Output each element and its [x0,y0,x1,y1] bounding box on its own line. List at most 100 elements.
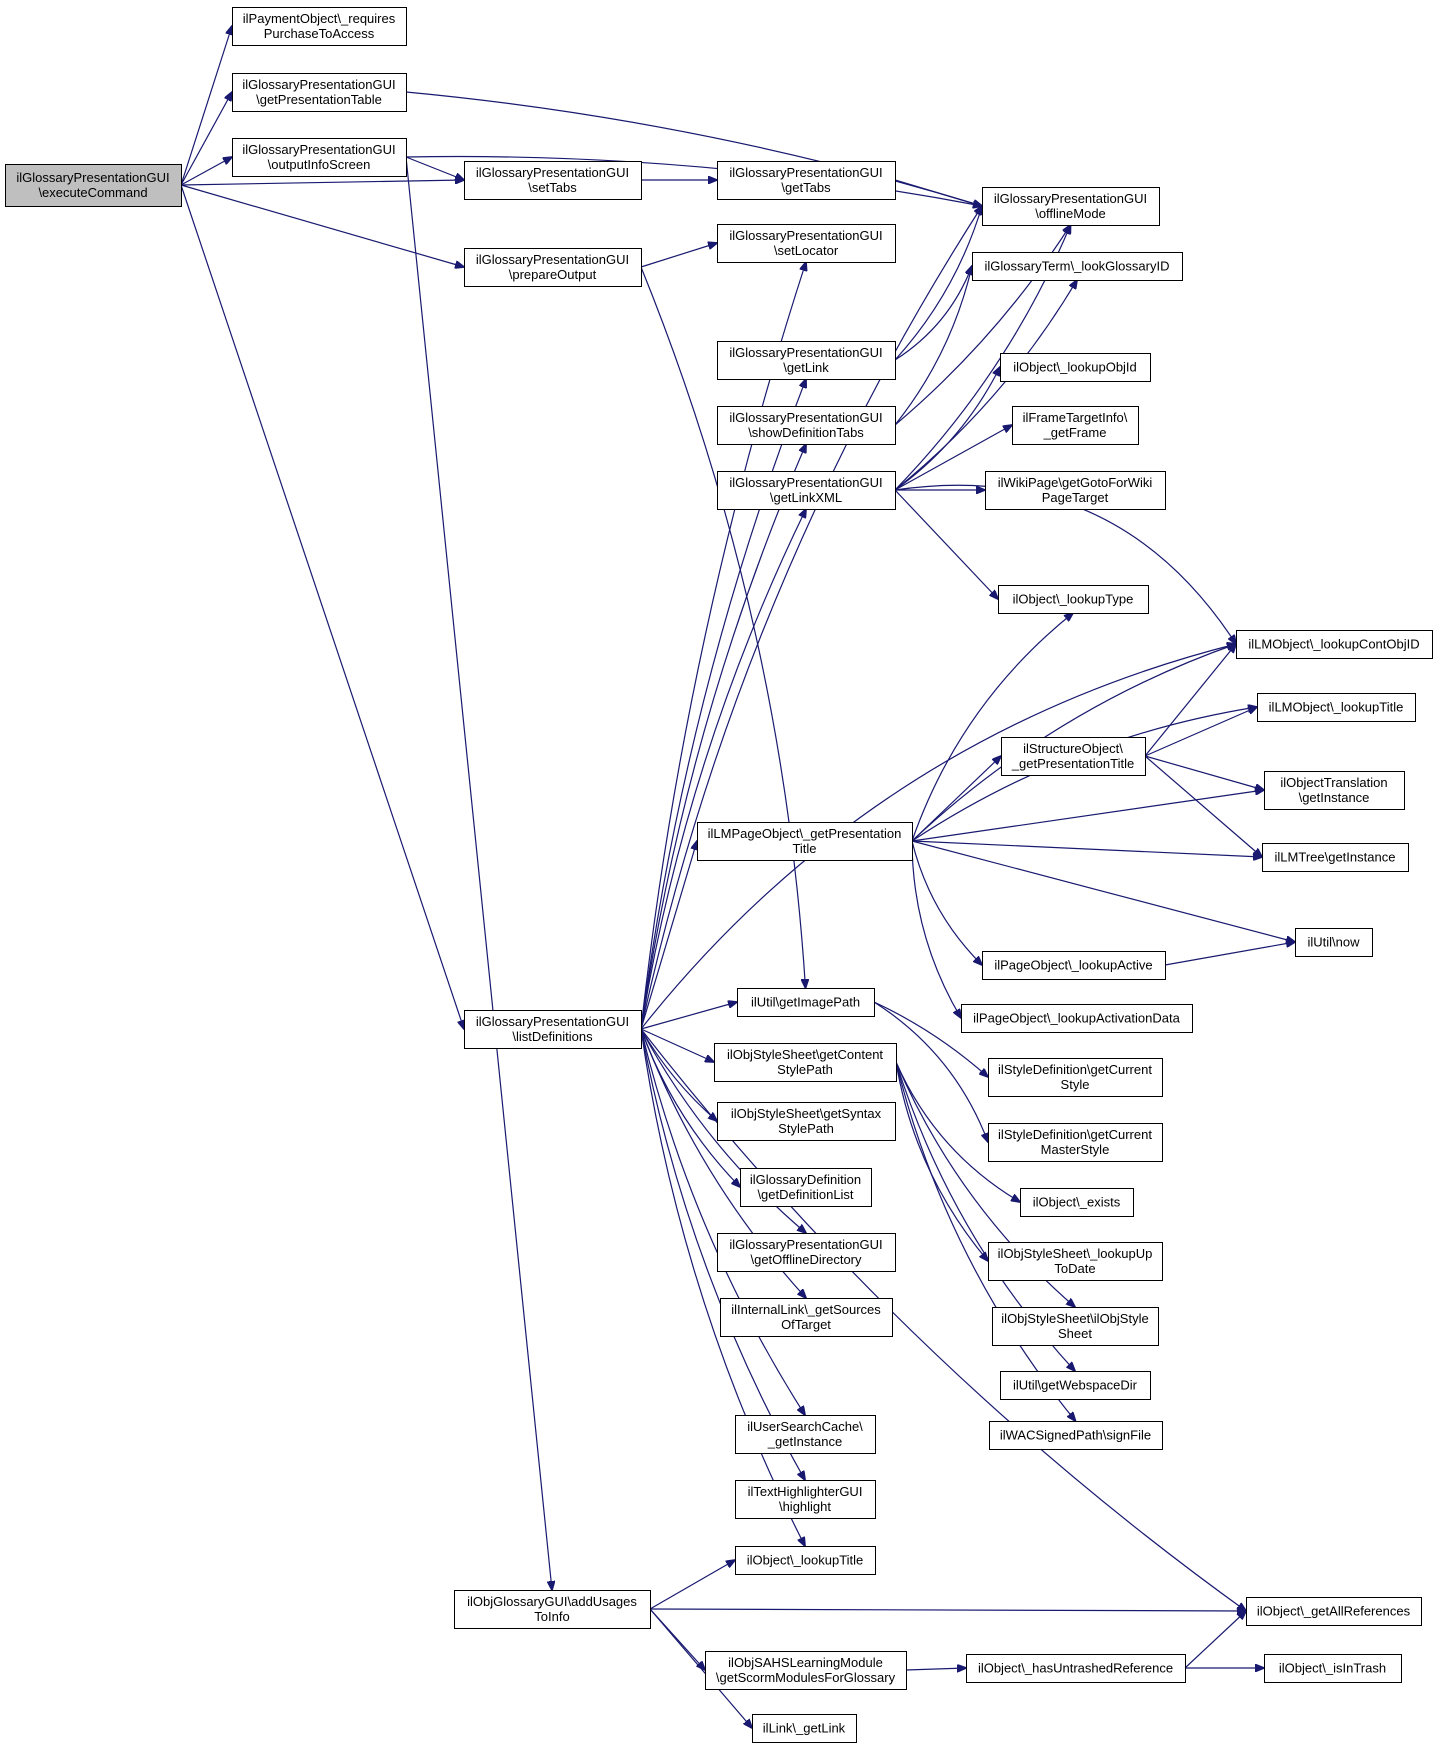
function-node-box[interactable] [717,1102,896,1141]
function-node-showDefTabs[interactable]: ilGlossaryPresentationGUI\showDefinition… [717,406,896,445]
function-node-box[interactable] [985,471,1166,510]
function-node-box[interactable] [464,1010,642,1049]
function-node-box[interactable] [1012,406,1139,445]
function-node-highlight[interactable]: ilTextHighlighterGUI\highlight [735,1480,876,1519]
function-node-scorm[interactable]: ilObjSAHSLearningModule\getScormModulesF… [705,1651,907,1690]
function-node-outputInfo[interactable]: ilGlossaryPresentationGUI\outputInfoScre… [232,138,407,177]
function-node-box[interactable] [740,1168,872,1207]
function-node-box[interactable] [1295,928,1373,957]
function-node-signFile[interactable]: ilWACSignedPath\signFile [989,1421,1163,1450]
function-node-root[interactable]: ilGlossaryPresentationGUI\executeCommand [5,164,182,207]
function-node-box[interactable] [961,1004,1193,1033]
function-node-box[interactable] [998,585,1149,614]
function-node-box[interactable] [1257,693,1416,722]
function-node-box[interactable] [992,1307,1159,1346]
function-node-objLookupTitle[interactable]: ilObject\_lookupTitle [735,1546,876,1575]
function-node-box[interactable] [988,1058,1163,1097]
function-node-box[interactable] [1236,630,1433,659]
function-node-box[interactable] [1000,353,1151,382]
function-node-lookupType[interactable]: ilObject\_lookupType [998,585,1149,614]
function-node-objTrans[interactable]: ilObjectTranslation\getInstance [1264,771,1405,810]
function-node-box[interactable] [1262,843,1409,872]
function-node-lookGlossID[interactable]: ilGlossaryTerm\_lookGlossaryID [972,252,1183,281]
function-node-box[interactable] [1001,737,1146,776]
function-node-getTabs[interactable]: ilGlossaryPresentationGUI\getTabs [717,161,896,200]
function-node-structPres[interactable]: ilStructureObject\_getPresentationTitle [1001,737,1146,776]
function-node-box[interactable] [1264,771,1405,810]
call-edge-lmPagePres-to-lmTree [911,840,1262,857]
function-node-setLocator[interactable]: ilGlossaryPresentationGUI\setLocator [717,224,896,263]
function-node-objExists[interactable]: ilObject\_exists [1020,1188,1134,1217]
function-node-getLinkFn[interactable]: ilLink\_getLink [752,1714,857,1743]
function-node-box[interactable] [982,187,1160,226]
function-node-box[interactable] [735,1480,876,1519]
function-node-box[interactable] [735,1546,876,1575]
function-node-untrashed[interactable]: ilObject\_hasUntrashedReference [966,1654,1186,1683]
function-node-box[interactable] [737,988,875,1017]
function-node-pageActive[interactable]: ilPageObject\_lookupActive [982,951,1166,980]
function-node-box[interactable] [717,471,896,510]
function-node-box[interactable] [717,406,896,445]
function-node-box[interactable] [982,951,1166,980]
function-node-box[interactable] [1020,1188,1134,1217]
function-node-box[interactable] [989,1421,1163,1450]
function-node-getFrame[interactable]: ilFrameTargetInfo\_getFrame [1012,406,1139,445]
function-node-prepOut[interactable]: ilGlossaryPresentationGUI\prepareOutput [464,248,642,287]
function-node-imagePath[interactable]: ilUtil\getImagePath [737,988,875,1017]
function-node-box[interactable] [1264,1654,1402,1683]
function-node-lmTree[interactable]: ilLMTree\getInstance [1262,843,1409,872]
function-node-lookupContObj[interactable]: ilLMObject\_lookupContObjID [1236,630,1433,659]
function-node-box[interactable] [232,138,407,177]
function-node-offlineDir[interactable]: ilGlossaryPresentationGUI\getOfflineDire… [717,1233,896,1272]
function-node-box[interactable] [5,164,182,207]
function-node-box[interactable] [697,822,913,861]
function-node-allRefs[interactable]: ilObject\_getAllReferences [1246,1597,1422,1626]
function-node-box[interactable] [464,161,642,200]
function-node-box[interactable] [752,1714,857,1743]
function-node-defList[interactable]: ilGlossaryDefinition\getDefinitionList [740,1168,872,1207]
function-node-box[interactable] [717,161,896,200]
function-node-objStyleSheet[interactable]: ilObjStyleSheet\ilObjStyleSheet [992,1307,1159,1346]
function-node-box[interactable] [966,1654,1186,1683]
function-node-getLinkXML[interactable]: ilGlossaryPresentationGUI\getLinkXML [717,471,896,510]
function-node-box[interactable] [454,1590,651,1629]
function-node-lmLookupTitle[interactable]: ilLMObject\_lookupTitle [1257,693,1416,722]
function-node-lmPagePres[interactable]: ilLMPageObject\_getPresentationTitle [697,822,913,861]
function-node-getLink[interactable]: ilGlossaryPresentationGUI\getLink [717,341,896,380]
function-node-webspaceDir[interactable]: ilUtil\getWebspaceDir [1000,1371,1151,1400]
function-node-reqPurchase[interactable]: ilPaymentObject\_requiresPurchaseToAcces… [232,7,407,46]
function-node-box[interactable] [1000,1371,1151,1400]
function-node-offline[interactable]: ilGlossaryPresentationGUI\offlineMode [982,187,1160,226]
function-node-label: \setTabs [528,180,577,195]
function-node-pageActData[interactable]: ilPageObject\_lookupActivationData [961,1004,1193,1033]
function-node-box[interactable] [988,1242,1163,1281]
function-node-box[interactable] [717,1233,896,1272]
function-node-box[interactable] [735,1415,876,1454]
function-node-box[interactable] [1246,1597,1422,1626]
function-node-box[interactable] [232,73,407,112]
function-node-utilNow[interactable]: ilUtil\now [1295,928,1373,957]
function-node-box[interactable] [232,7,407,46]
function-node-box[interactable] [717,224,896,263]
function-node-box[interactable] [720,1298,893,1337]
function-node-getPresTable[interactable]: ilGlossaryPresentationGUI\getPresentatio… [232,73,407,112]
function-node-listDefs[interactable]: ilGlossaryPresentationGUI\listDefinition… [464,1010,642,1049]
function-node-box[interactable] [714,1043,897,1082]
function-node-box[interactable] [717,341,896,380]
function-node-setTabs[interactable]: ilGlossaryPresentationGUI\setTabs [464,161,642,200]
function-node-inTrash[interactable]: ilObject\_isInTrash [1264,1654,1402,1683]
function-node-box[interactable] [972,252,1183,281]
function-node-box[interactable] [464,248,642,287]
function-node-box[interactable] [705,1651,907,1690]
function-node-box[interactable] [988,1123,1163,1162]
function-node-lookupObjId[interactable]: ilObject\_lookupObjId [1000,353,1151,382]
function-node-userSearch[interactable]: ilUserSearchCache\_getInstance [735,1415,876,1454]
